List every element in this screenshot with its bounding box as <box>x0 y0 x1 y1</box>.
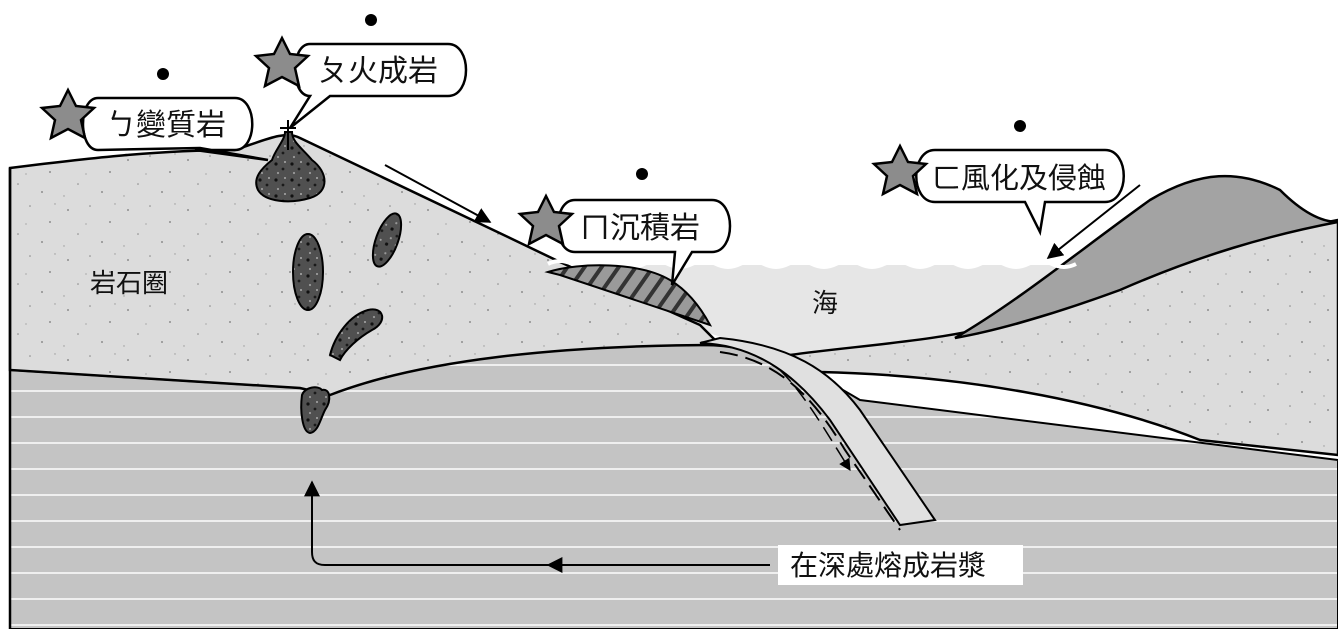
lithosphere-label: 岩石圈 <box>90 269 168 299</box>
sedimentary-deposit <box>544 264 713 327</box>
magma-note-label: 在深處熔成岩漿 <box>790 549 986 582</box>
magma-note-bg <box>778 545 1023 585</box>
dot-marker <box>1014 120 1026 132</box>
callout-text: ㄇ沉積岩 <box>580 211 700 246</box>
magma-blob-3 <box>328 308 383 362</box>
callout-text: ㄆ火成岩 <box>318 54 438 89</box>
sea-surface <box>547 259 1077 269</box>
magma-blob-2 <box>371 212 403 268</box>
star-icon <box>253 35 311 89</box>
right-mountain <box>954 174 1338 340</box>
slab-dashed-line-2 <box>779 369 851 472</box>
dot-marker <box>365 14 377 26</box>
callout-metamorphic: ㄅ變質岩 <box>39 68 269 162</box>
callout-text: ㄈ風化及侵蝕 <box>932 161 1106 195</box>
star-icon <box>39 87 97 141</box>
star-icon <box>517 193 575 247</box>
callout-text: ㄅ變質岩 <box>106 108 226 143</box>
erosion-arrow-right <box>1046 184 1141 259</box>
star-icon <box>871 143 929 197</box>
callout-sedimentary: ㄇ沉積岩 <box>517 168 732 286</box>
left-crust <box>8 133 724 397</box>
callout-igneous: ㄆ火成岩 <box>253 14 468 129</box>
callout-weathering: ㄈ風化及侵蝕 <box>871 120 1125 236</box>
dot-marker <box>636 168 648 180</box>
dot-marker <box>157 68 169 80</box>
magma-blob-1 <box>292 233 324 311</box>
magma-blob-4 <box>300 386 331 435</box>
subducting-slab <box>699 336 937 527</box>
igneous-rock-plug <box>255 131 326 203</box>
erosion-arrow-left <box>384 164 492 223</box>
sea-label: 海 <box>812 289 838 319</box>
slab-dashed-line <box>719 351 901 531</box>
magma-path-line <box>304 480 770 566</box>
